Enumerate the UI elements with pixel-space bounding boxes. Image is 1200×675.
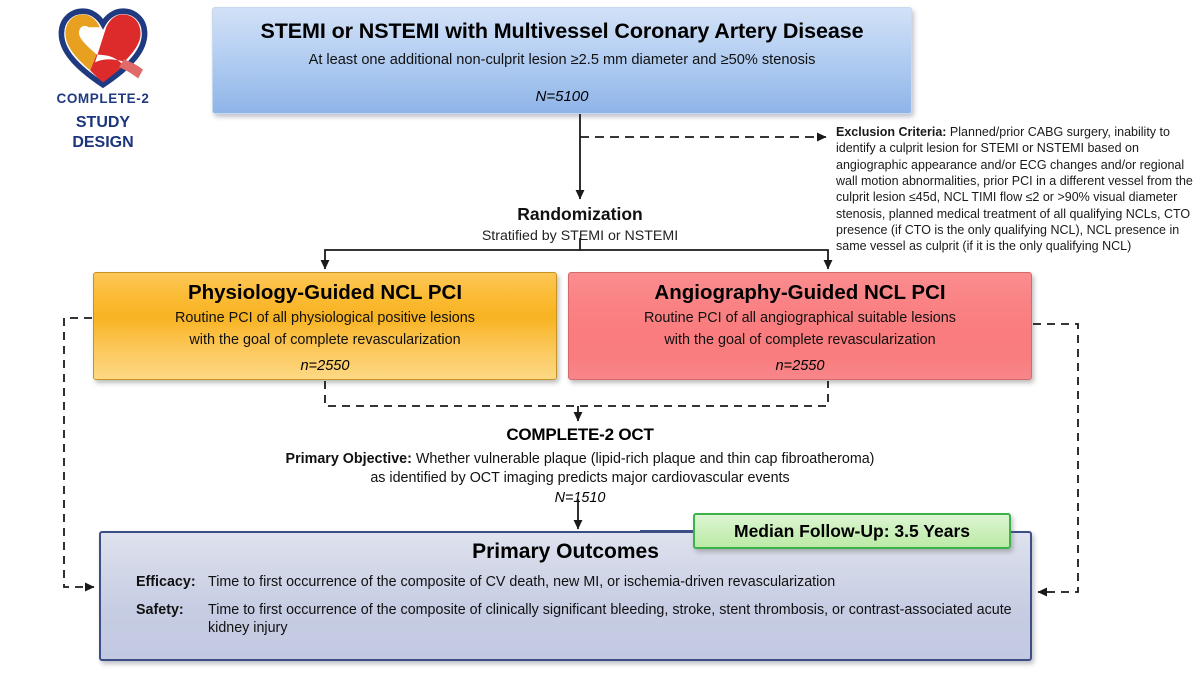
arm-desc-physiology-line1: Routine PCI of all physiological positiv… — [175, 310, 475, 326]
arm-title-angiography: Angiography-Guided NCL PCI — [654, 281, 946, 304]
study-logo-block: COMPLETE-2 STUDY DESIGN — [14, 6, 192, 153]
exclusion-criteria-block: Exclusion Criteria: Planned/prior CABG s… — [836, 124, 1194, 255]
oct-objective-line1: Whether vulnerable plaque (lipid-rich pl… — [411, 451, 875, 467]
logo-subtitle: STUDY DESIGN — [14, 113, 192, 153]
arm-sample-size-physiology: n=2550 — [300, 357, 350, 374]
logo-subtitle-line2: DESIGN — [72, 134, 134, 151]
population-box: STEMI or NSTEMI with Multivessel Coronar… — [212, 7, 912, 114]
population-title: STEMI or NSTEMI with Multivessel Coronar… — [260, 19, 864, 43]
population-sample-size: N=5100 — [535, 88, 589, 105]
heart-logo-icon — [58, 8, 148, 89]
primary-outcomes-box: Primary Outcomes Efficacy: Time to first… — [99, 531, 1032, 661]
outcome-text-safety: Time to first occurrence of the composit… — [208, 601, 1012, 637]
logo-subtitle-line1: STUDY — [75, 114, 131, 131]
arm-title-physiology: Physiology-Guided NCL PCI — [187, 281, 463, 304]
randomization-node: Randomization Stratified by STEMI or NST… — [400, 204, 760, 244]
oct-sample-size: N=1510 — [554, 489, 606, 506]
oct-objective-label: Primary Objective: — [285, 451, 412, 467]
connector-randomization-to-angiography — [580, 249, 833, 270]
arm-desc-physiology-line2: with the goal of complete revascularizat… — [189, 332, 461, 349]
median-followup-label: Median Follow-Up: 3.5 Years — [734, 520, 970, 541]
primary-outcomes-title: Primary Outcomes — [472, 540, 659, 563]
outcome-row-safety: Safety: Time to first occurrence of the … — [101, 601, 1030, 638]
arm-box-angiography-guided: Angiography-Guided NCL PCI Routine PCI o… — [568, 272, 1032, 380]
median-followup-badge: Median Follow-Up: 3.5 Years — [693, 513, 1011, 549]
outcome-label-efficacy: Efficacy: — [136, 574, 196, 590]
arm-box-physiology-guided: Physiology-Guided NCL PCI Routine PCI of… — [93, 272, 557, 380]
connector-arms-bracket — [324, 381, 829, 407]
arm-desc-angiography-line1: Routine PCI of all angiographical suitab… — [644, 310, 956, 326]
outcome-label-safety: Safety: — [136, 601, 184, 618]
outcome-row-efficacy: Efficacy: Time to first occurrence of th… — [101, 573, 1030, 592]
outcome-text-efficacy: Time to first occurrence of the composit… — [208, 574, 836, 590]
oct-substudy-node: COMPLETE-2 OCT Primary Objective: Whethe… — [185, 425, 975, 506]
exclusion-criteria-text: Planned/prior CABG surgery, inability to… — [836, 125, 1193, 254]
oct-objective: Primary Objective: Whether vulnerable pl… — [185, 450, 975, 488]
randomization-subtitle: Stratified by STEMI or NSTEMI — [481, 228, 679, 244]
connector-angiography-to-outcomes — [1033, 323, 1079, 597]
oct-title: COMPLETE-2 OCT — [506, 425, 654, 444]
population-criteria: At least one additional non-culprit lesi… — [308, 52, 816, 68]
randomization-title: Randomization — [517, 204, 643, 224]
connector-physiology-to-outcomes — [63, 317, 95, 592]
arm-desc-angiography-line2: with the goal of complete revascularizat… — [664, 332, 936, 349]
logo-study-name: COMPLETE-2 — [56, 91, 150, 106]
arm-sample-size-angiography: n=2550 — [775, 357, 825, 374]
oct-objective-line2: as identified by OCT imaging predicts ma… — [370, 469, 790, 486]
exclusion-criteria-label: Exclusion Criteria: — [836, 125, 947, 139]
